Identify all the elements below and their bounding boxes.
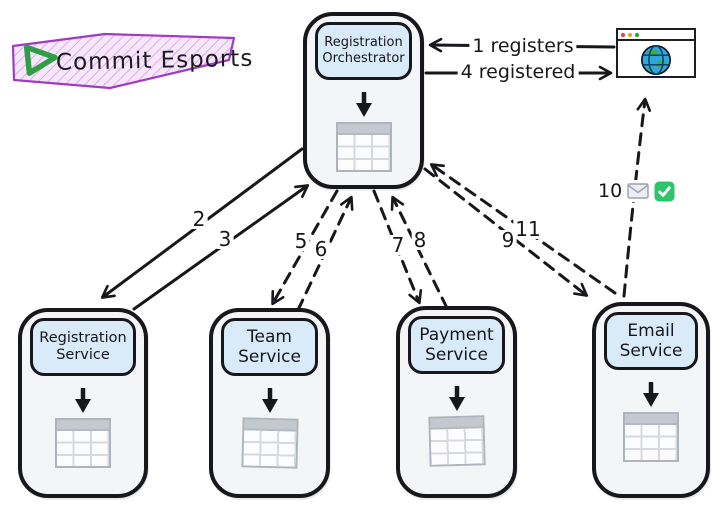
node-label-orchestrator: Registration Orchestrator: [315, 22, 412, 80]
browser-window: [616, 28, 696, 78]
logo-shape: [11, 32, 236, 90]
node-registration-service: Registration Service: [18, 308, 148, 498]
node-registration-orchestrator: Registration Orchestrator: [303, 12, 424, 189]
check-icon: [654, 180, 675, 202]
down-arrow-icon: [75, 388, 91, 413]
node-email-service: Email Service: [592, 302, 710, 498]
titlebar-dot-yellow: [628, 32, 632, 37]
node-payment-service: Payment Service: [396, 306, 517, 498]
table-grid: [242, 430, 296, 467]
node-label-email-service: Email Service: [604, 312, 698, 370]
step-label-2: 2: [190, 207, 208, 231]
step-label-6: 6: [312, 237, 330, 261]
step-label-5: 5: [292, 229, 310, 253]
database-table-icon: [240, 417, 299, 469]
titlebar-dot-red: [621, 32, 625, 37]
table-grid: [57, 431, 109, 466]
titlebar-dot-green: [635, 32, 639, 37]
down-arrow-icon: [448, 386, 465, 411]
step-label-10: 10: [596, 180, 678, 202]
step-label-11: 11: [513, 217, 543, 241]
database-table-icon: [335, 122, 392, 172]
logo-text: Commit Esports: [55, 45, 254, 76]
table-header-row: [625, 414, 677, 425]
database-table-icon: [55, 418, 111, 468]
down-arrow-icon: [355, 92, 372, 117]
database-table-icon: [623, 412, 679, 462]
play-icon: [23, 44, 58, 76]
step-number: 10: [598, 180, 623, 202]
table-grid: [625, 425, 677, 460]
step-label-7: 7: [389, 233, 407, 257]
node-label-registration-service: Registration Service: [30, 318, 136, 376]
node-team-service: Team Service: [209, 308, 330, 498]
logo-banner: Commit Esports: [10, 30, 254, 96]
down-arrow-icon: [643, 382, 659, 407]
step-label-3: 3: [216, 227, 234, 251]
step-label-8: 8: [411, 228, 429, 252]
globe-icon: [640, 44, 672, 76]
edge-label-registers: 1 registers: [469, 35, 577, 57]
down-arrow-icon: [261, 388, 278, 413]
table-header-row: [337, 124, 390, 135]
browser-titlebar: [618, 30, 694, 41]
table-header-row: [57, 420, 109, 431]
envelope-icon: [627, 183, 649, 199]
table-grid: [430, 428, 484, 465]
node-label-payment-service: Payment Service: [408, 316, 505, 374]
step-label-9: 9: [499, 228, 517, 252]
edge-label-registered: 4 registered: [457, 61, 579, 83]
node-label-team-service: Team Service: [221, 318, 318, 376]
table-grid: [337, 135, 390, 170]
database-table-icon: [427, 415, 486, 467]
